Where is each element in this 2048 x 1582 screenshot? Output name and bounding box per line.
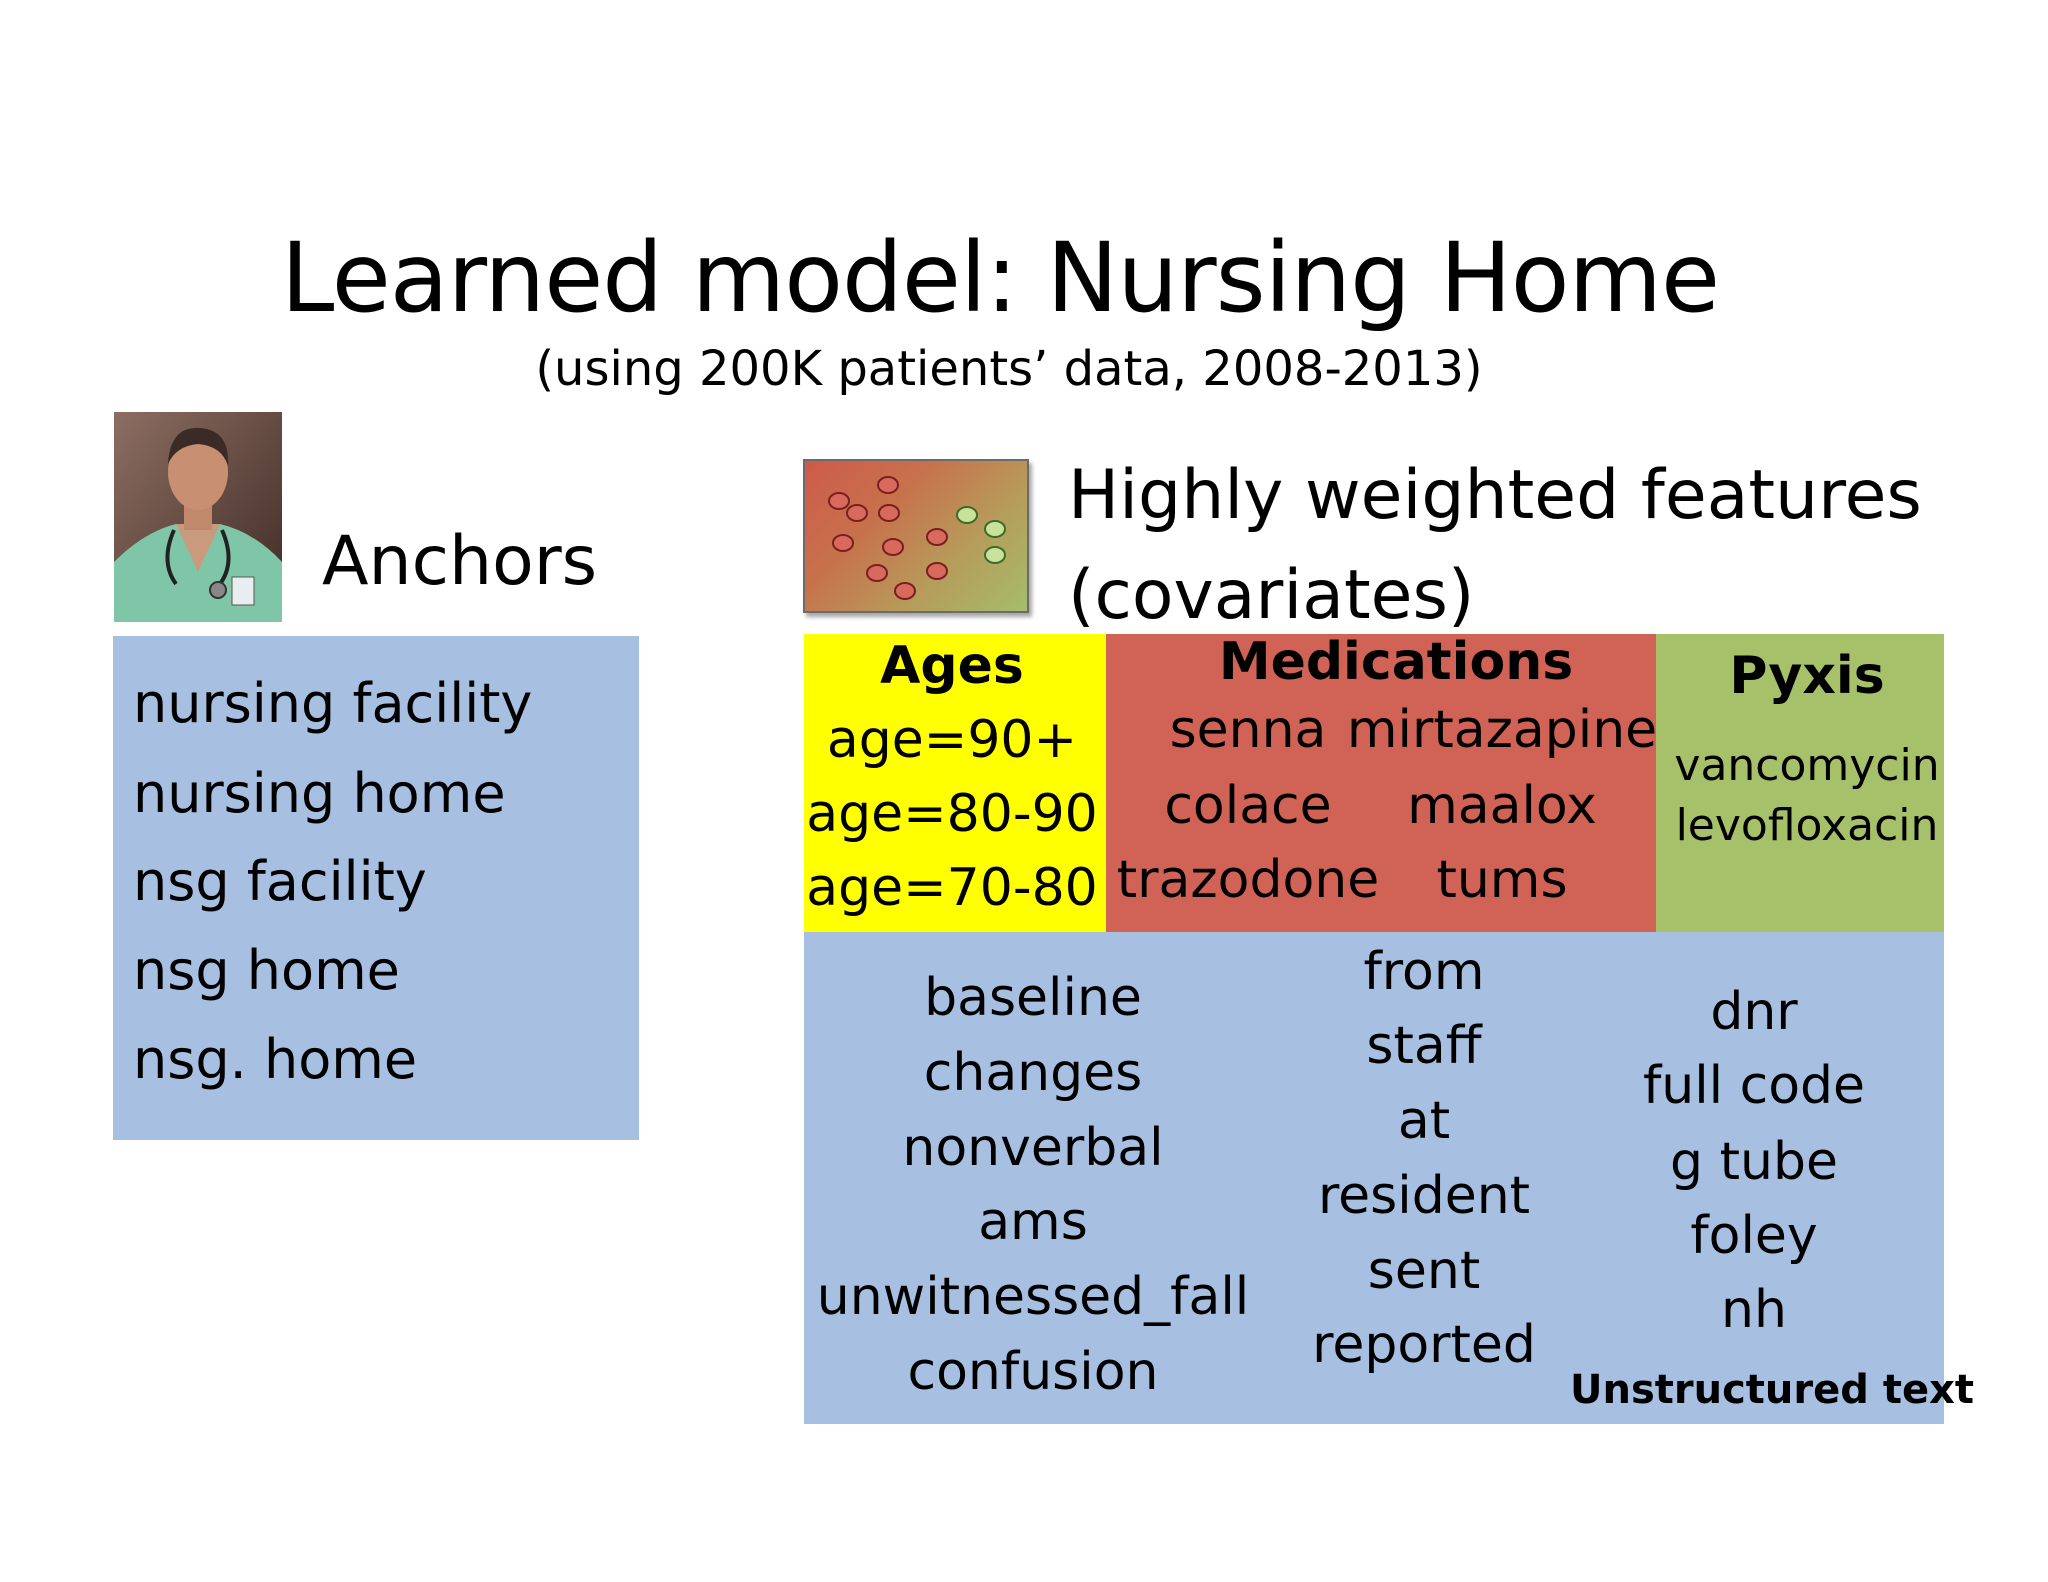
medications-heading: Medications bbox=[1218, 632, 1574, 692]
doctor-photo bbox=[114, 412, 282, 622]
medication-item: mirtazapine bbox=[1346, 700, 1658, 760]
text-term: nh bbox=[1721, 1280, 1787, 1340]
text-term: at bbox=[1397, 1091, 1451, 1151]
features-heading-line2: (covariates) bbox=[1068, 556, 1475, 635]
anchors-heading: Anchors bbox=[322, 522, 598, 601]
medication-item: senna bbox=[1169, 700, 1327, 760]
age-item: age=80-90 bbox=[806, 784, 1098, 844]
feature-dots-icon bbox=[803, 459, 1029, 613]
unstructured-text-cell: baseline changes nonverbal ams unwitness… bbox=[804, 932, 1974, 1424]
medications-cell: Medications senna mirtazapine colace maa… bbox=[1106, 632, 1658, 932]
anchor-item: nursing facility bbox=[133, 672, 533, 735]
medication-item: tums bbox=[1436, 850, 1568, 910]
slide-title: Learned model: Nursing Home bbox=[0, 218, 2048, 338]
medication-item: colace bbox=[1164, 776, 1332, 836]
unstructured-text-label: Unstructured text bbox=[1570, 1367, 1974, 1413]
text-term: full code bbox=[1642, 1056, 1866, 1116]
slide-subtitle-text: (using 200K patients’ data, 2008-2013) bbox=[535, 341, 1483, 397]
text-term: reported bbox=[1312, 1315, 1536, 1375]
text-term: nonverbal bbox=[902, 1118, 1164, 1178]
pyxis-heading: Pyxis bbox=[1729, 646, 1885, 706]
ages-heading: Ages bbox=[880, 636, 1024, 696]
text-term: from bbox=[1363, 942, 1485, 1002]
anchor-item: nsg home bbox=[133, 939, 400, 1002]
age-item: age=90+ bbox=[826, 710, 1078, 770]
age-item: age=70-80 bbox=[806, 858, 1098, 918]
pyxis-item: vancomycin bbox=[1674, 740, 1940, 791]
text-term: resident bbox=[1317, 1166, 1531, 1226]
text-term: staff bbox=[1366, 1016, 1482, 1076]
pyxis-item: levofloxacin bbox=[1675, 800, 1939, 851]
ages-cell: Ages age=90+ age=80-90 age=70-80 bbox=[804, 634, 1106, 932]
anchor-item: nsg. home bbox=[133, 1028, 418, 1091]
medication-item: trazodone bbox=[1116, 850, 1380, 910]
text-term: changes bbox=[923, 1043, 1143, 1103]
anchors-list: nursing facility nursing home nsg facili… bbox=[113, 636, 639, 1140]
slide-title-text: Learned model: Nursing Home bbox=[280, 222, 1720, 334]
text-term: g tube bbox=[1670, 1132, 1838, 1192]
text-term: unwitnessed_fall bbox=[816, 1267, 1250, 1327]
doctor-photo-image bbox=[114, 412, 282, 622]
pyxis-cell: Pyxis vancomycin levofloxacin bbox=[1656, 634, 1944, 932]
slide-subtitle: (using 200K patients’ data, 2008-2013) bbox=[0, 338, 2048, 400]
medication-item: maalox bbox=[1407, 776, 1597, 836]
features-heading-line1: Highly weighted features bbox=[1068, 456, 1922, 535]
text-term: dnr bbox=[1710, 982, 1798, 1042]
text-term: foley bbox=[1690, 1206, 1818, 1266]
anchor-item: nsg facility bbox=[133, 850, 427, 913]
text-term: baseline bbox=[924, 968, 1142, 1028]
anchor-item: nursing home bbox=[133, 762, 506, 825]
feature-dots-graphic bbox=[828, 476, 1006, 600]
features-heading: Highly weighted features (covariates) bbox=[1068, 446, 1922, 646]
text-term: sent bbox=[1367, 1241, 1481, 1301]
text-term: ams bbox=[978, 1192, 1088, 1252]
text-term: confusion bbox=[907, 1342, 1159, 1402]
